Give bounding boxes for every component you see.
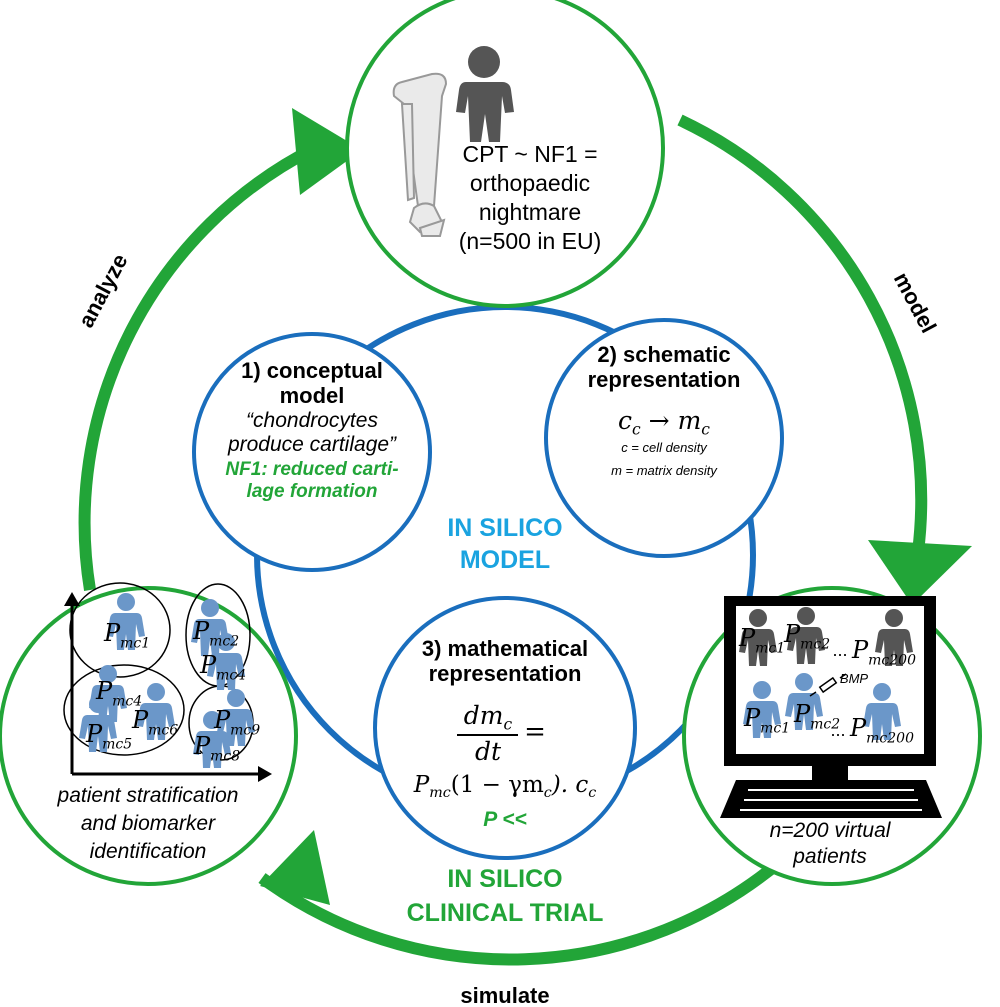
- rate-equation: Pmc(1 − γmc). cc: [413, 772, 597, 801]
- patient-label: Pmc6: [132, 706, 179, 739]
- schematic-formula: cc → mc: [618, 405, 710, 439]
- cpt-nf1-text: CPT ~ NF1 = orthopaedic nightmare (n=500…: [458, 141, 602, 254]
- simulate-arc: [258, 855, 786, 966]
- virtual-patient-label: Pmc200: [850, 714, 914, 747]
- mathematical-circle: [373, 596, 637, 860]
- stratification-axes: [64, 592, 272, 782]
- mathematical-title: 3) mathematical representation: [421, 636, 589, 687]
- conceptual-circle: [192, 332, 432, 572]
- virtual-patients-caption: n=200 virtual patients: [769, 819, 891, 868]
- virtual-patient-label: Pmc2: [784, 620, 831, 653]
- equals-sign: =: [524, 717, 546, 747]
- bmp-label: BMP: [839, 671, 869, 686]
- in-silico-trial-label: IN SILICO CLINICAL TRIAL: [406, 865, 604, 927]
- patient-label: Pmc8: [194, 732, 241, 765]
- patient-label: Pmc4: [96, 677, 143, 710]
- leg-bones-icon: [392, 72, 448, 237]
- ellipsis: ...: [832, 640, 848, 660]
- simulate-arrowhead: [260, 830, 330, 905]
- schematic-circle: [544, 318, 784, 558]
- in-silico-model-label: IN SILICO MODEL: [447, 514, 563, 574]
- model-arc: [677, 114, 928, 553]
- analyze-arc: [78, 142, 318, 591]
- virtual-patient-label: Pmc200: [852, 636, 916, 669]
- p-less-note: P <<: [483, 808, 527, 831]
- stratification-caption: patient stratification and biomarker ide…: [57, 784, 239, 863]
- patient-label: Pmc5: [86, 720, 133, 753]
- syringe-icon: [809, 673, 847, 697]
- patient-label: Pmc9: [214, 706, 261, 739]
- analyze-arrowhead: [292, 108, 362, 195]
- patient-label: Pmc4: [200, 651, 247, 684]
- ellipsis: ...: [830, 720, 846, 740]
- schematic-text: 2) schematic representation cc → mc c = …: [564, 342, 764, 479]
- conceptual-model-text: 1) conceptual model “chondrocytes produc…: [225, 358, 399, 502]
- patient-label: Pmc2: [193, 617, 240, 650]
- virtual-patient-label: Pmc1: [739, 624, 786, 657]
- virtual-patient-label: Pmc1: [744, 704, 791, 737]
- virtual-patient-label: Pmc2: [794, 700, 841, 733]
- derivative-numerator: dmc: [463, 701, 513, 734]
- patient-label: Pmc1: [104, 619, 151, 652]
- derivative-denominator: dt: [474, 737, 502, 766]
- model-arrowhead: [868, 540, 972, 605]
- child-icon: [456, 46, 514, 142]
- simulate-label: simulate: [460, 983, 550, 1007]
